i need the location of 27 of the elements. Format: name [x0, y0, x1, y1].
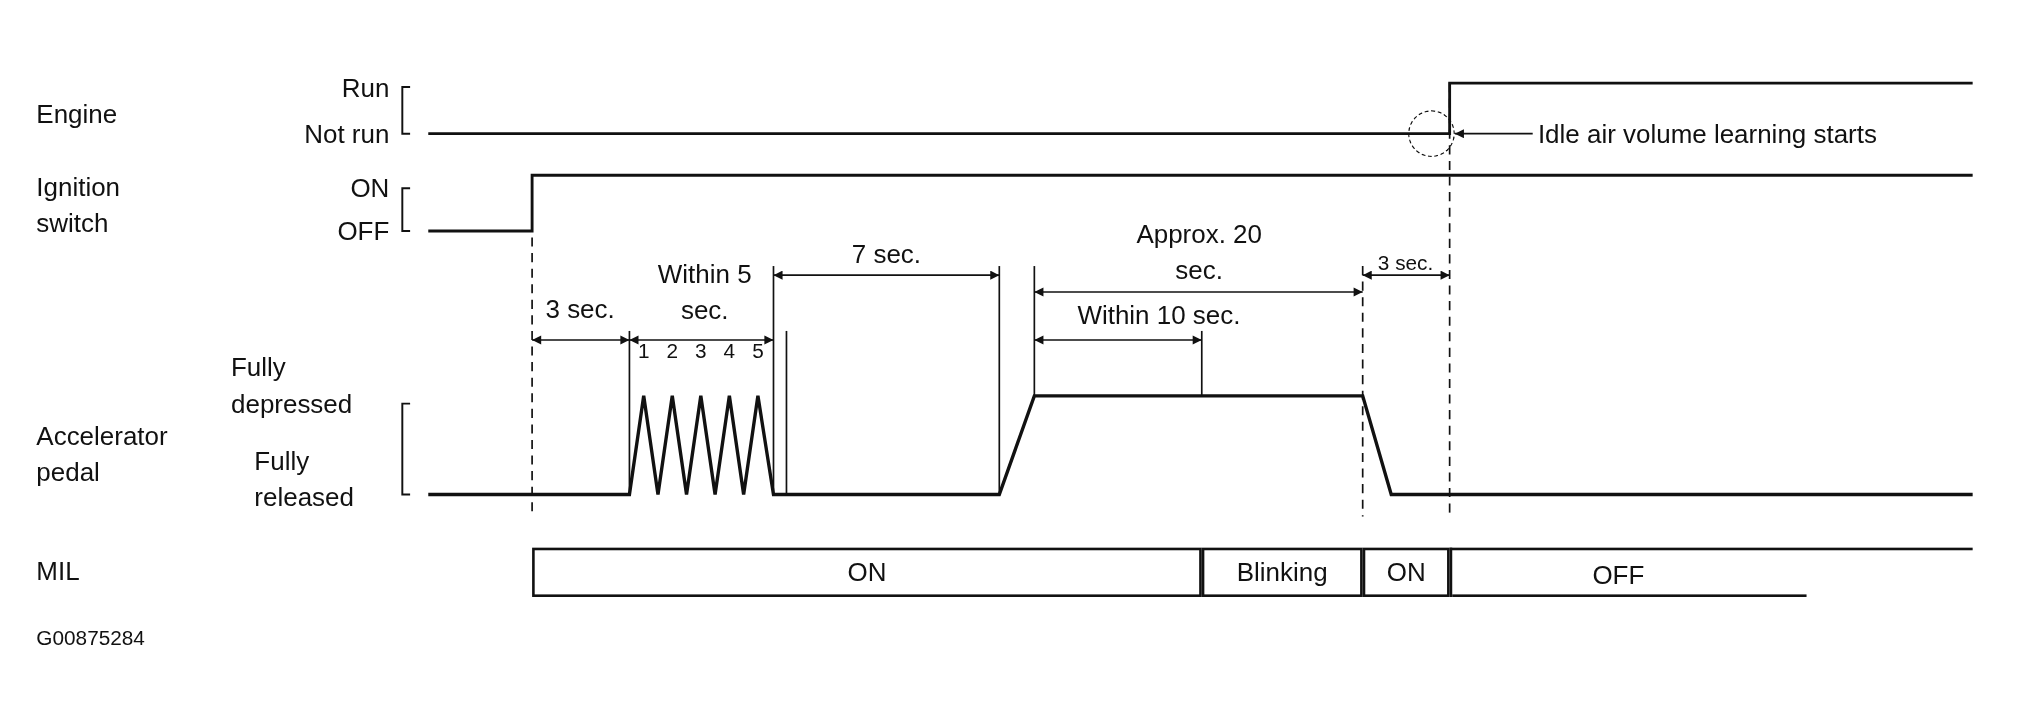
level-label: Run: [341, 72, 390, 105]
leader-line: [1453, 129, 1534, 139]
count-number: 2: [666, 339, 679, 365]
level-label: ON: [350, 172, 390, 205]
signal-name: MIL: [36, 555, 80, 588]
duration-label: Approx. 20 sec.: [1135, 218, 1263, 287]
signal-name: Engine: [36, 98, 118, 131]
count-number: 1: [637, 339, 650, 365]
status-segment: OFF: [1449, 547, 1973, 597]
level-label: Not run: [304, 118, 390, 150]
figure-id: G00875284: [36, 625, 145, 651]
status-segment: Blinking: [1201, 547, 1363, 597]
signal-name: Ignition switch: [36, 171, 122, 240]
duration-label: 3 sec.: [545, 293, 615, 326]
level-label: OFF: [337, 215, 390, 248]
duration-label: 3 sec.: [1377, 250, 1434, 276]
duration-label: 7 sec.: [851, 239, 921, 271]
duration-label: Within 5 sec.: [656, 258, 753, 327]
annotation-text: Idle air volume learning starts: [1537, 115, 1877, 152]
signal-name: Accelerator pedal: [36, 420, 169, 489]
count-number: 4: [723, 339, 736, 365]
count-number: 5: [752, 339, 764, 365]
level-label: Fully released: [254, 445, 355, 514]
level-label: Fully depressed: [231, 352, 354, 420]
status-segment: ON: [532, 547, 1202, 597]
count-number: 3: [695, 339, 707, 365]
duration-label: Within 10 sec.: [1077, 300, 1241, 332]
